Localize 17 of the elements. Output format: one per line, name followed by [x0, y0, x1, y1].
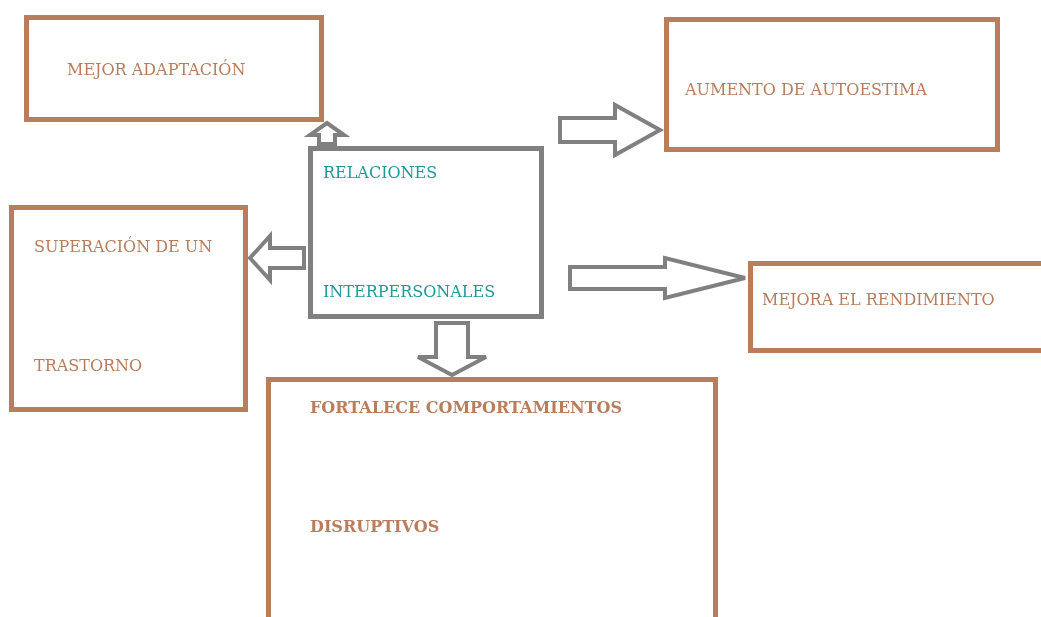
text-box [664, 17, 1000, 152]
box-label: MEJORA EL RENDIMIENTO [762, 289, 996, 311]
text-box [9, 205, 248, 412]
text-box [748, 261, 1041, 353]
block-arrow [416, 321, 488, 378]
block-arrow [568, 255, 747, 301]
text-box [308, 146, 544, 319]
box-label: FORTALECE COMPORTAMIENTOS DISRUPTIVOS [310, 397, 623, 538]
block-arrow [558, 101, 665, 159]
box-label: SUPERACIÓN DE UN TRASTORNO [34, 235, 214, 377]
box-label: AUMENTO DE AUTOESTIMA [685, 79, 929, 101]
box-label: MEJOR ADAPTACIÓN [67, 58, 247, 81]
text-box [266, 377, 718, 617]
block-arrow [247, 230, 306, 286]
text-box [24, 15, 324, 122]
block-arrow [303, 120, 351, 146]
box-label: RELACIONES INTERPERSONALES [323, 162, 497, 303]
